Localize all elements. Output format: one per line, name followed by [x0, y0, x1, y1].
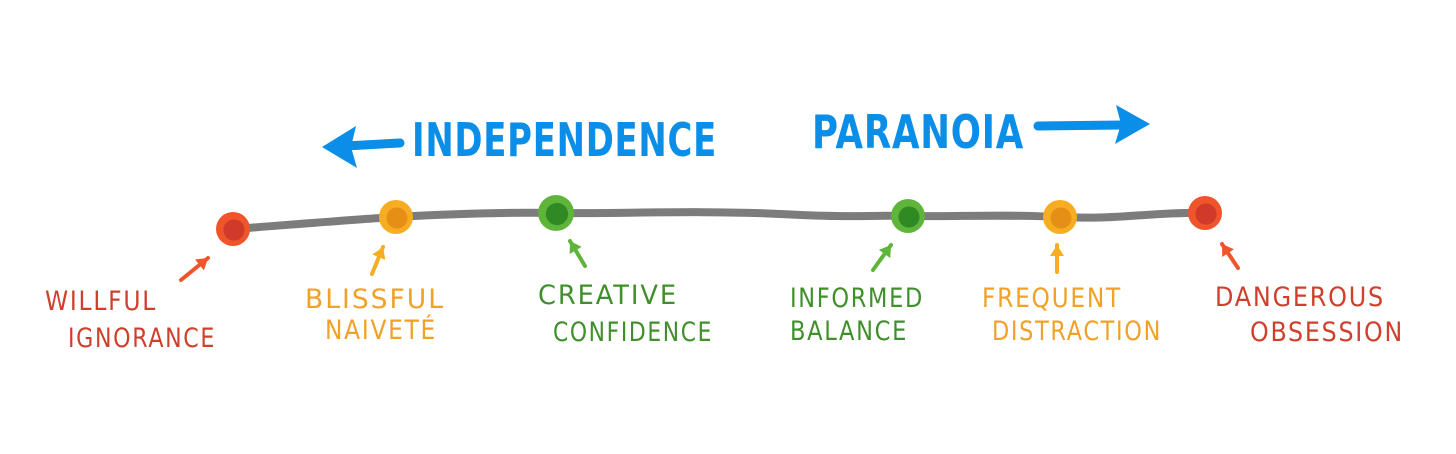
marker-inner [1195, 203, 1217, 225]
point-dangerous-obsession: DangerousObsession [1188, 196, 1404, 348]
point-frequent-distraction: FrequentDistraction [982, 200, 1162, 347]
direction-left: INDEPENDENCE [322, 113, 717, 168]
point-label-line2: Ignorance [68, 323, 216, 354]
point-label-line1: Frequent [982, 283, 1122, 314]
point-label-line1: Dangerous [1215, 282, 1385, 313]
pointer-arrow-icon [871, 243, 893, 272]
marker-inner [898, 206, 920, 228]
point-informed-balance: InformedBalance [790, 199, 925, 347]
pointer-arrow-icon [179, 256, 210, 282]
point-label-line2: Balance [790, 316, 908, 347]
point-label-line2: Naiveté [325, 314, 437, 346]
point-label-line1: Blissful [305, 284, 445, 315]
direction-right: PARANOIA [812, 105, 1150, 159]
left-arrow-icon [322, 126, 405, 168]
point-label-line2: Confidence [553, 317, 713, 348]
pointer-arrow-icon [370, 245, 386, 276]
marker-inner [545, 202, 569, 226]
point-label-line1: Informed [790, 283, 924, 314]
marker-inner [1050, 207, 1072, 229]
point-willful-ignorance: WillfulIgnorance [45, 212, 250, 354]
point-label-line1: Willful [45, 286, 157, 317]
point-blissful-naivete: BlissfulNaiveté [305, 200, 445, 346]
point-creative-confidence: CreativeConfidence [538, 195, 713, 348]
point-label-line1: Creative [538, 280, 678, 311]
spectrum-points: WillfulIgnoranceBlissfulNaivetéCreativeC… [45, 195, 1404, 354]
point-label-line2: Distraction [992, 316, 1162, 347]
independence-label: INDEPENDENCE [412, 113, 717, 167]
marker-inner [386, 207, 408, 229]
marker-inner [223, 219, 245, 241]
right-arrow-icon [1033, 105, 1150, 144]
pointer-arrow-icon [1220, 242, 1240, 270]
point-label-line2: Obsession [1250, 317, 1404, 348]
pointer-arrow-icon [1050, 243, 1064, 274]
paranoia-label: PARANOIA [812, 105, 1024, 159]
pointer-arrow-icon [568, 239, 587, 268]
